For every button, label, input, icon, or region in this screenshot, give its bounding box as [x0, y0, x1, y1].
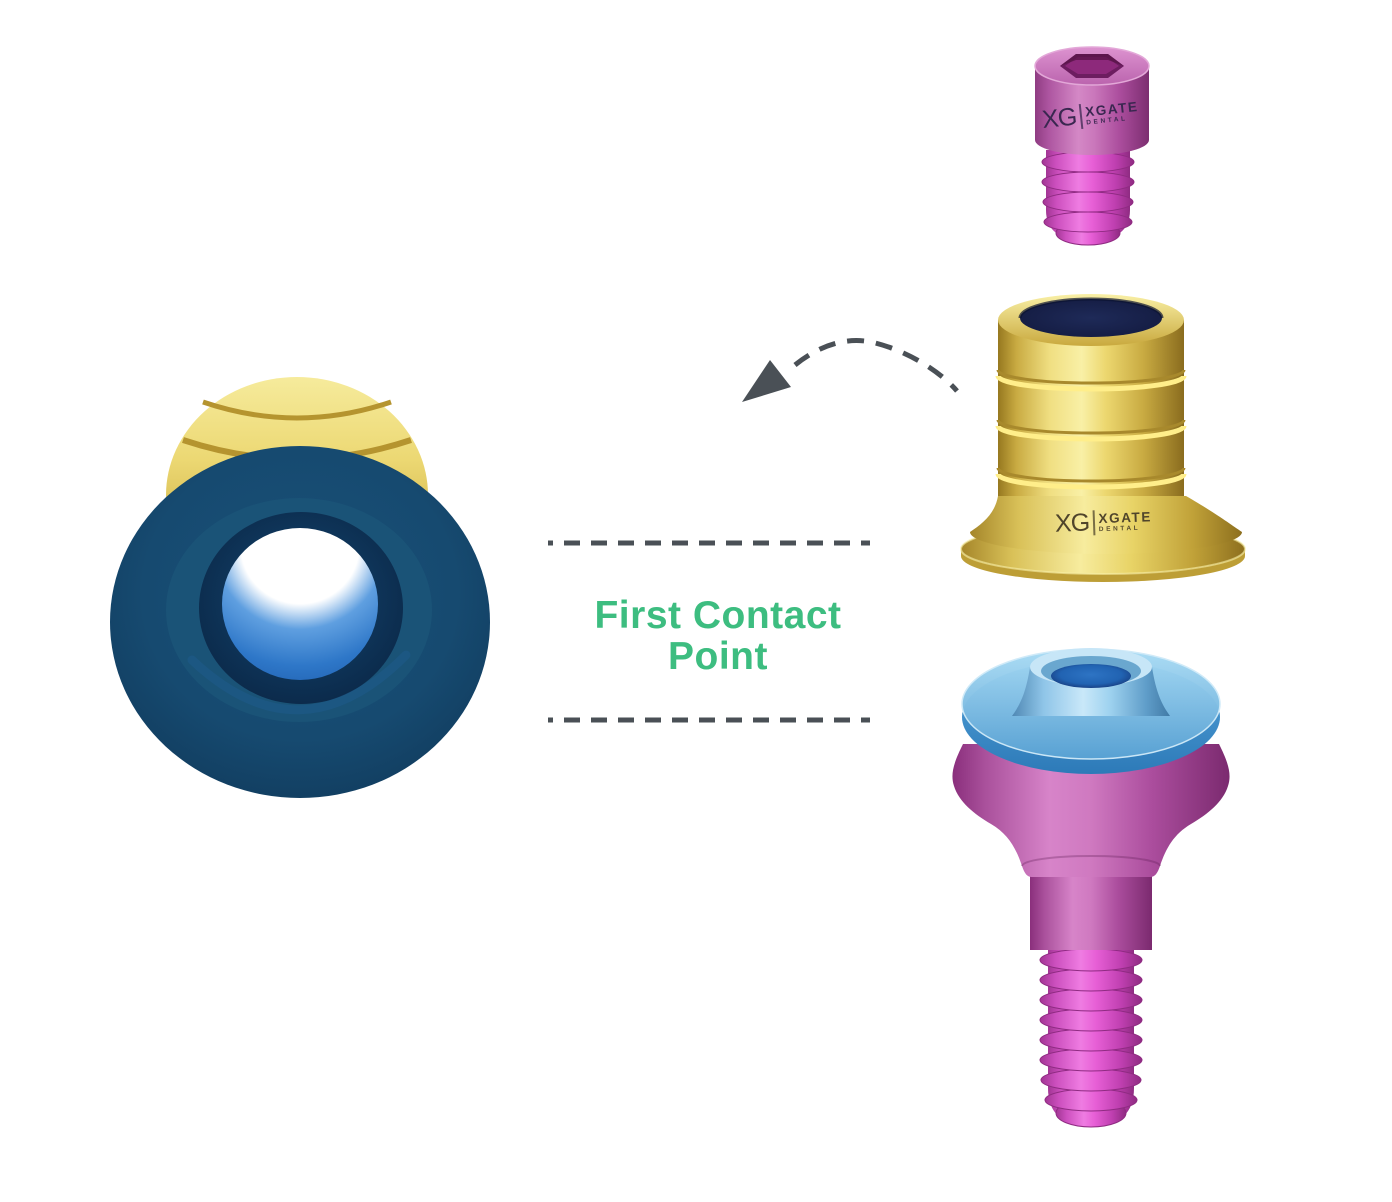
abutment-illustration — [952, 648, 1230, 1128]
label-line-1: First Contact — [594, 594, 842, 637]
brand-subname: DENTAL — [1098, 524, 1141, 534]
brand-divider — [1092, 510, 1096, 536]
arrowhead — [742, 360, 791, 402]
xg-monogram: XG — [1054, 508, 1090, 538]
xg-monogram: XG — [1040, 102, 1078, 135]
first-contact-point-label: First Contact Point — [518, 595, 918, 677]
hex-socket — [1060, 54, 1124, 78]
fixation-screw-illustration — [1034, 46, 1150, 246]
xgate-brand-on-sleeve: XG XGATE DENTAL — [1054, 508, 1153, 538]
brand-words: XGATE DENTAL — [1098, 508, 1153, 534]
brand-words: XGATE DENTAL — [1084, 98, 1141, 126]
assembly-front-view-illustration — [110, 377, 490, 798]
gold-sleeve-illustration — [960, 294, 1246, 582]
rotation-arrow — [742, 338, 959, 402]
brand-divider — [1078, 104, 1083, 130]
label-line-2: Point — [668, 635, 768, 678]
brand-name: XGATE — [1098, 508, 1153, 526]
